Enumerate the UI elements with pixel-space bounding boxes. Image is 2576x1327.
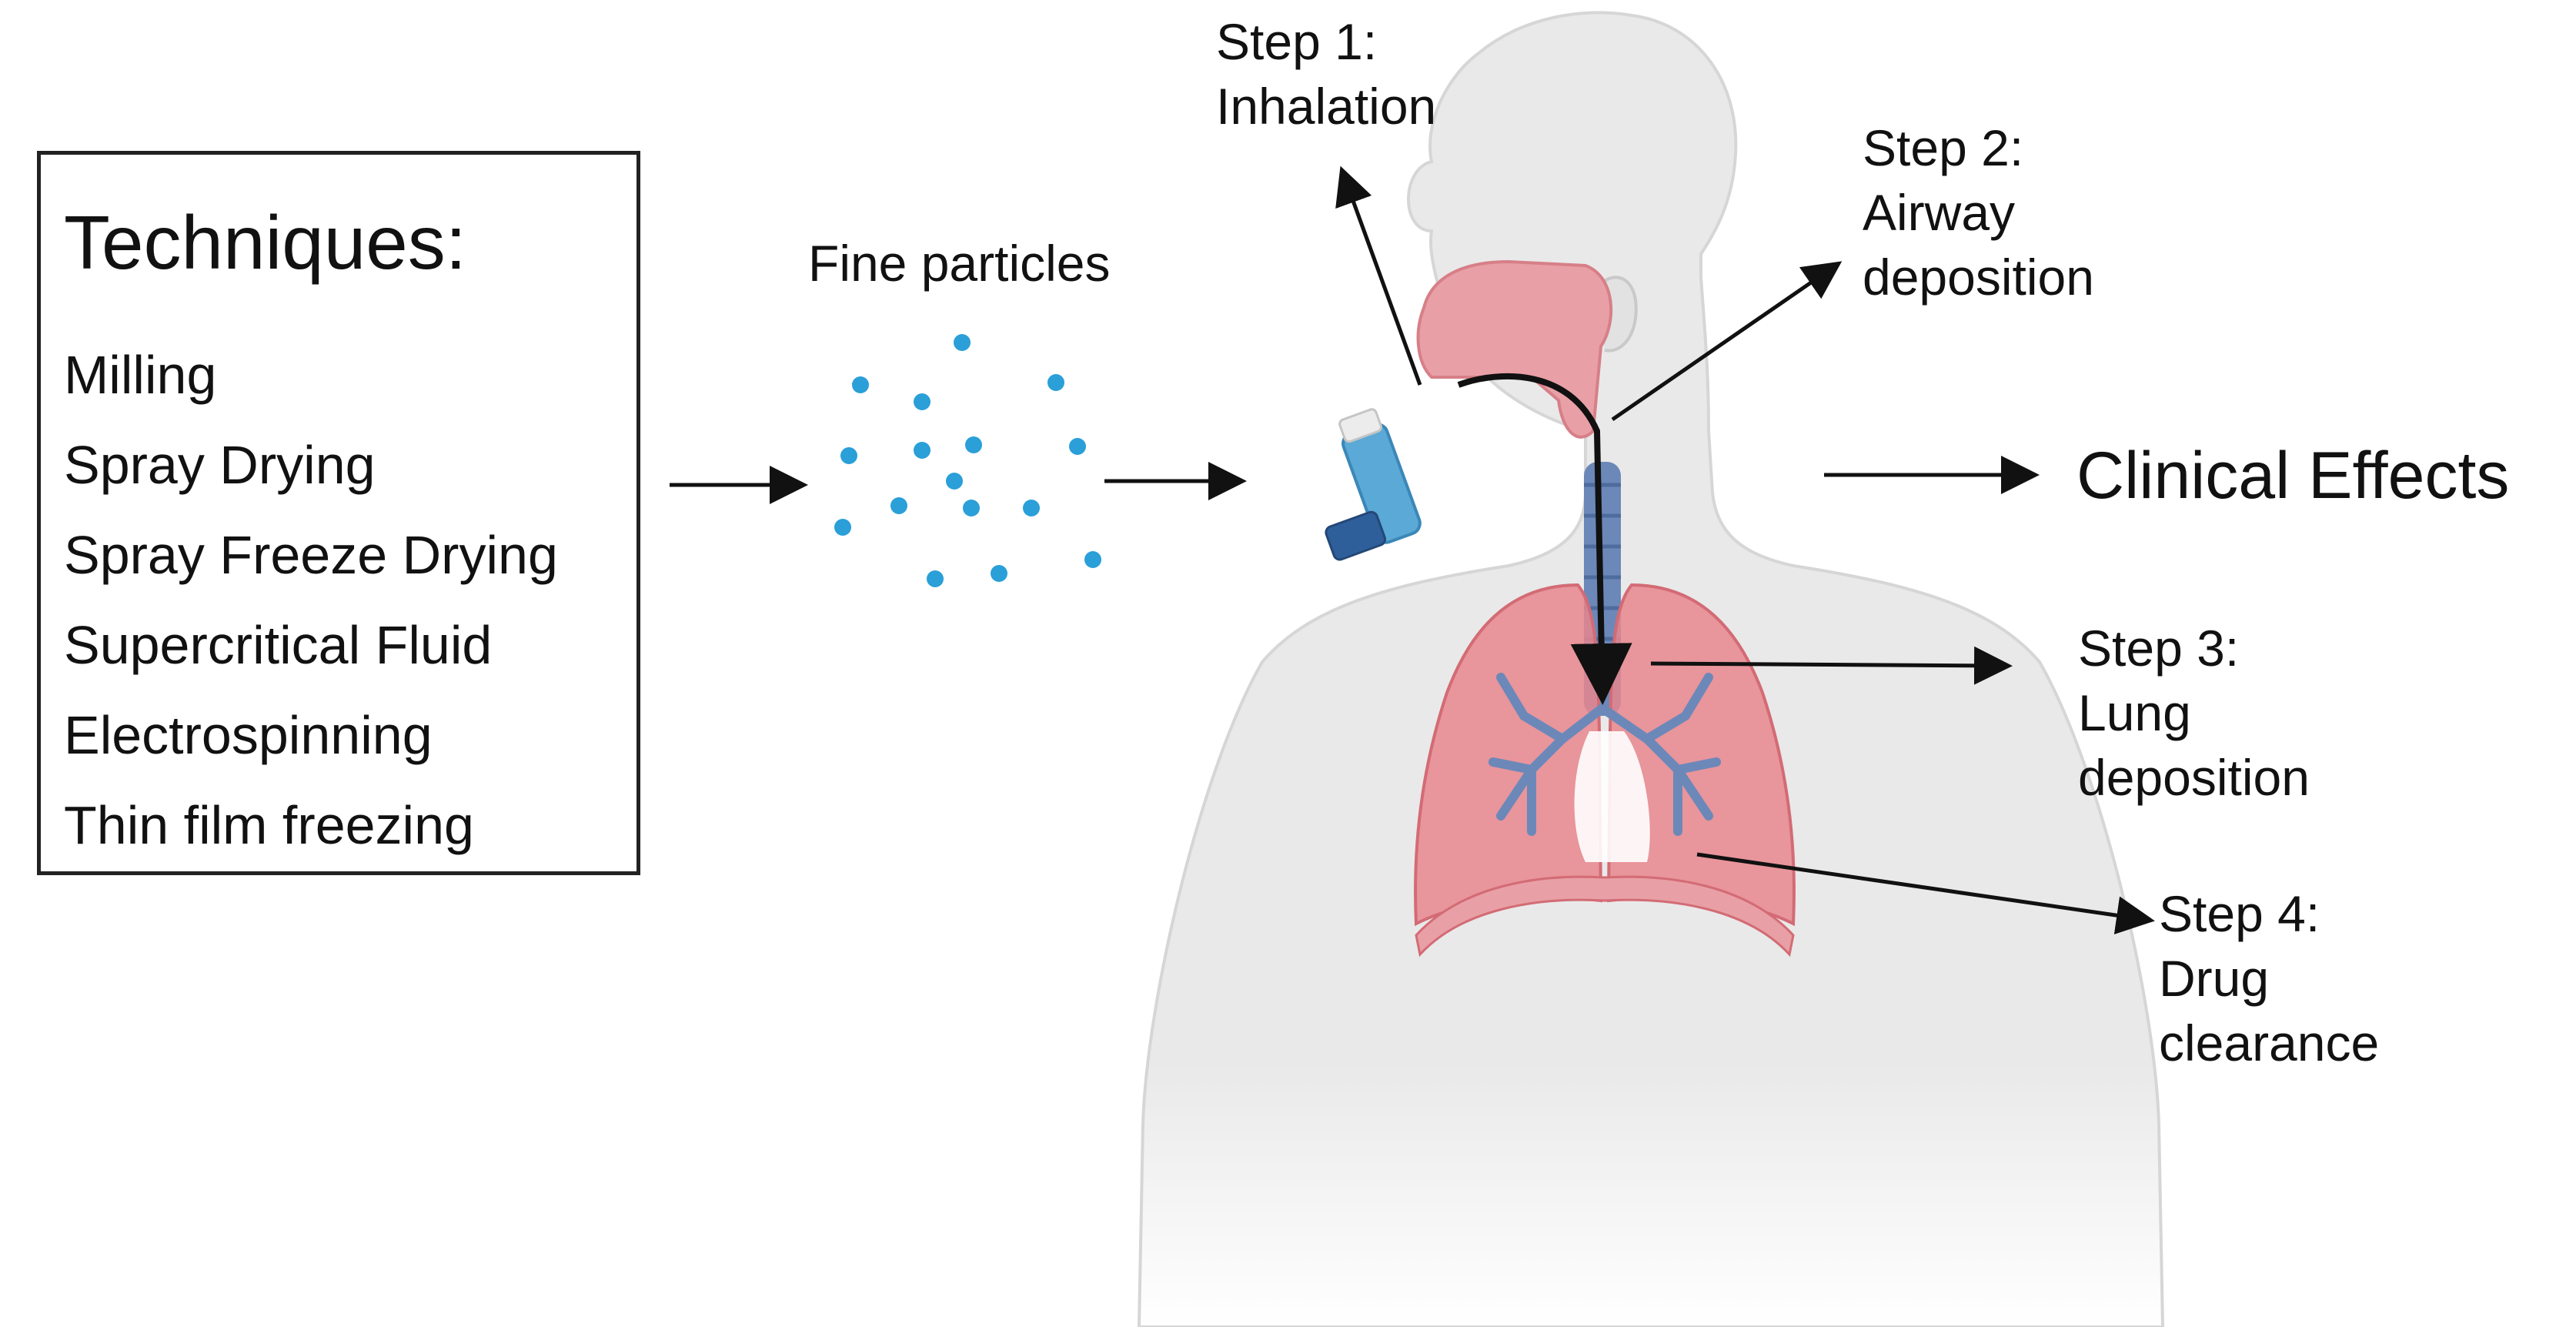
particle-dot [1047,374,1064,391]
particle-dot [927,570,944,587]
particle-dot [914,393,931,410]
particle-dot [1069,438,1086,455]
step2-line: deposition [1863,249,2094,306]
technique-item: Supercritical Fluid [64,615,493,675]
technique-item: Milling [64,345,217,405]
step4-line: Drug [2159,950,2270,1007]
fine-particles-cluster [834,334,1101,587]
particle-dot [914,442,931,459]
arrow-step3 [1650,646,2013,685]
airflow-path [1457,373,1632,705]
step4-line: Step 4: [2159,885,2320,942]
technique-item: Spray Drying [64,435,376,495]
particle-dot [965,436,982,453]
step3-line: Step 3: [2078,620,2240,677]
particle-dot [991,565,1007,582]
arrow-step1 [1335,165,1422,386]
heart-region [1574,731,1650,862]
step4-label: Step 4: Drug clearance [2159,881,2379,1075]
particle-dot [1084,551,1101,568]
techniques-list: Milling Spray Drying Spray Freeze Drying… [64,330,558,871]
step1-line: Step 1: [1216,13,1378,70]
technique-item: Thin film freezing [64,795,474,855]
step3-label: Step 3: Lung deposition [2078,616,2310,810]
step1-line: Inhalation [1216,78,1437,135]
arrow-step4 [1696,852,2155,934]
particle-dot [954,334,971,351]
techniques-box: Techniques: Milling Spray Drying Spray F… [37,151,640,875]
step3-line: deposition [2078,749,2310,806]
fine-particles-label: Fine particles [808,235,1111,292]
particle-dot [890,497,907,514]
arrow-step2 [1611,261,1843,422]
particle-dot [963,500,980,516]
techniques-title: Techniques: [64,200,467,285]
inhaler-device [1325,408,1422,561]
step3-line: Lung [2078,684,2191,741]
technique-item: Electrospinning [64,705,433,765]
clinical-effects-label: Clinical Effects [2077,439,2510,513]
particle-dot [1023,500,1040,516]
step4-line: clearance [2159,1014,2380,1071]
particle-dot [852,376,869,393]
step2-line: Step 2: [1863,119,2024,176]
particle-dot [834,519,851,536]
particle-dot [946,473,963,490]
step2-label: Step 2: Airway deposition [1863,115,2094,309]
step1-label: Step 1: Inhalation [1216,9,1436,139]
technique-item: Spray Freeze Drying [64,525,558,585]
diaphragm [1415,875,1795,958]
particle-dot [840,447,857,464]
bronchial-tree [1488,673,1721,836]
step2-line: Airway [1863,184,2016,241]
